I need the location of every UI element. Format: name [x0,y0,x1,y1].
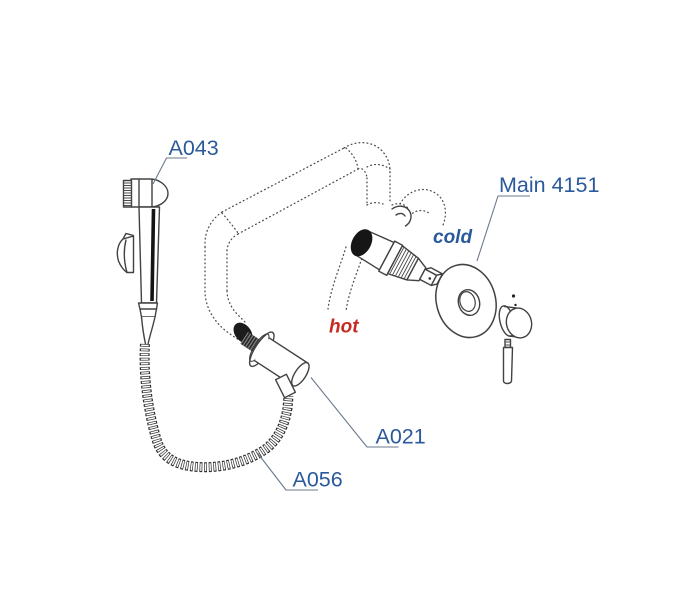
label-a043: A043 [169,136,219,160]
concealed-valve [350,205,444,287]
sprayer-cone [140,316,156,345]
wall-outlet-elbow-a021 [240,331,310,399]
valve-top-port [391,205,412,227]
valve-stem-front [418,268,438,287]
lever-tip [504,338,512,349]
label-main-4151: Main 4151 [499,173,599,197]
pipe-elbow-top-joint [345,147,359,170]
knob-front [505,307,533,339]
hose-coils-outline [139,343,294,473]
sprayer-head-divider [138,178,153,208]
valve-cartridge-ribs [389,246,417,280]
label-hot: hot [329,317,359,338]
sprayer-face [122,179,133,208]
label-cold: cold [433,227,472,248]
pipe-diagonal-upper-edge [221,147,345,213]
sprayer-handle [138,206,161,304]
hose-nut [274,373,297,399]
label-a056: A056 [293,468,343,492]
lever-tip-ridges [504,341,511,346]
sprayer-trigger-detail [122,232,135,274]
in-wall-pipes [204,142,447,344]
leader-a056 [257,452,318,491]
pipe-vertical-right-joint [366,163,391,170]
rosette-hole-inner [459,291,476,312]
trim-set-main-4151 [435,263,533,385]
hand-shower-a043 [116,178,169,345]
sprayer-trigger [116,235,135,274]
lever-handle [502,346,514,385]
screw-dot-2 [514,303,517,307]
label-a021: A021 [376,425,426,449]
valve-stem-hole [428,277,432,280]
leader-a043 [152,157,187,185]
pipe-elbow-bottom-inner [226,290,248,325]
pipe-elbow-left-outer [204,211,223,248]
cold-pipe-outer [399,188,447,226]
screw-dot-1 [511,294,516,298]
cold-pipe-inner [406,209,430,220]
hot-pipe-edge1 [327,246,347,310]
shower-hose-a056 [139,343,294,473]
sprayer-collar [137,302,159,318]
pipe-elbow-left-joint [221,212,239,234]
sprayer-face-ribs [123,182,132,206]
outlet-end-cap [291,361,310,387]
pipe-diagonal-lower-edge [237,168,359,235]
valve-top-port-fill [389,207,411,227]
leader-a021 [310,377,399,448]
pipe-elbow-bottom-outer [204,290,240,341]
tee-arc-left [366,202,384,206]
valve-inlet [350,229,373,257]
valve-nose [406,257,427,282]
sprayer-handle-stripe [150,208,156,302]
pipe-elbow-top-inner [357,167,368,179]
pipe-elbow-left-inner [226,233,239,251]
leader-main-4151 [476,195,530,262]
hot-pipe-edge2 [345,254,364,312]
sprayer-head [130,178,169,208]
